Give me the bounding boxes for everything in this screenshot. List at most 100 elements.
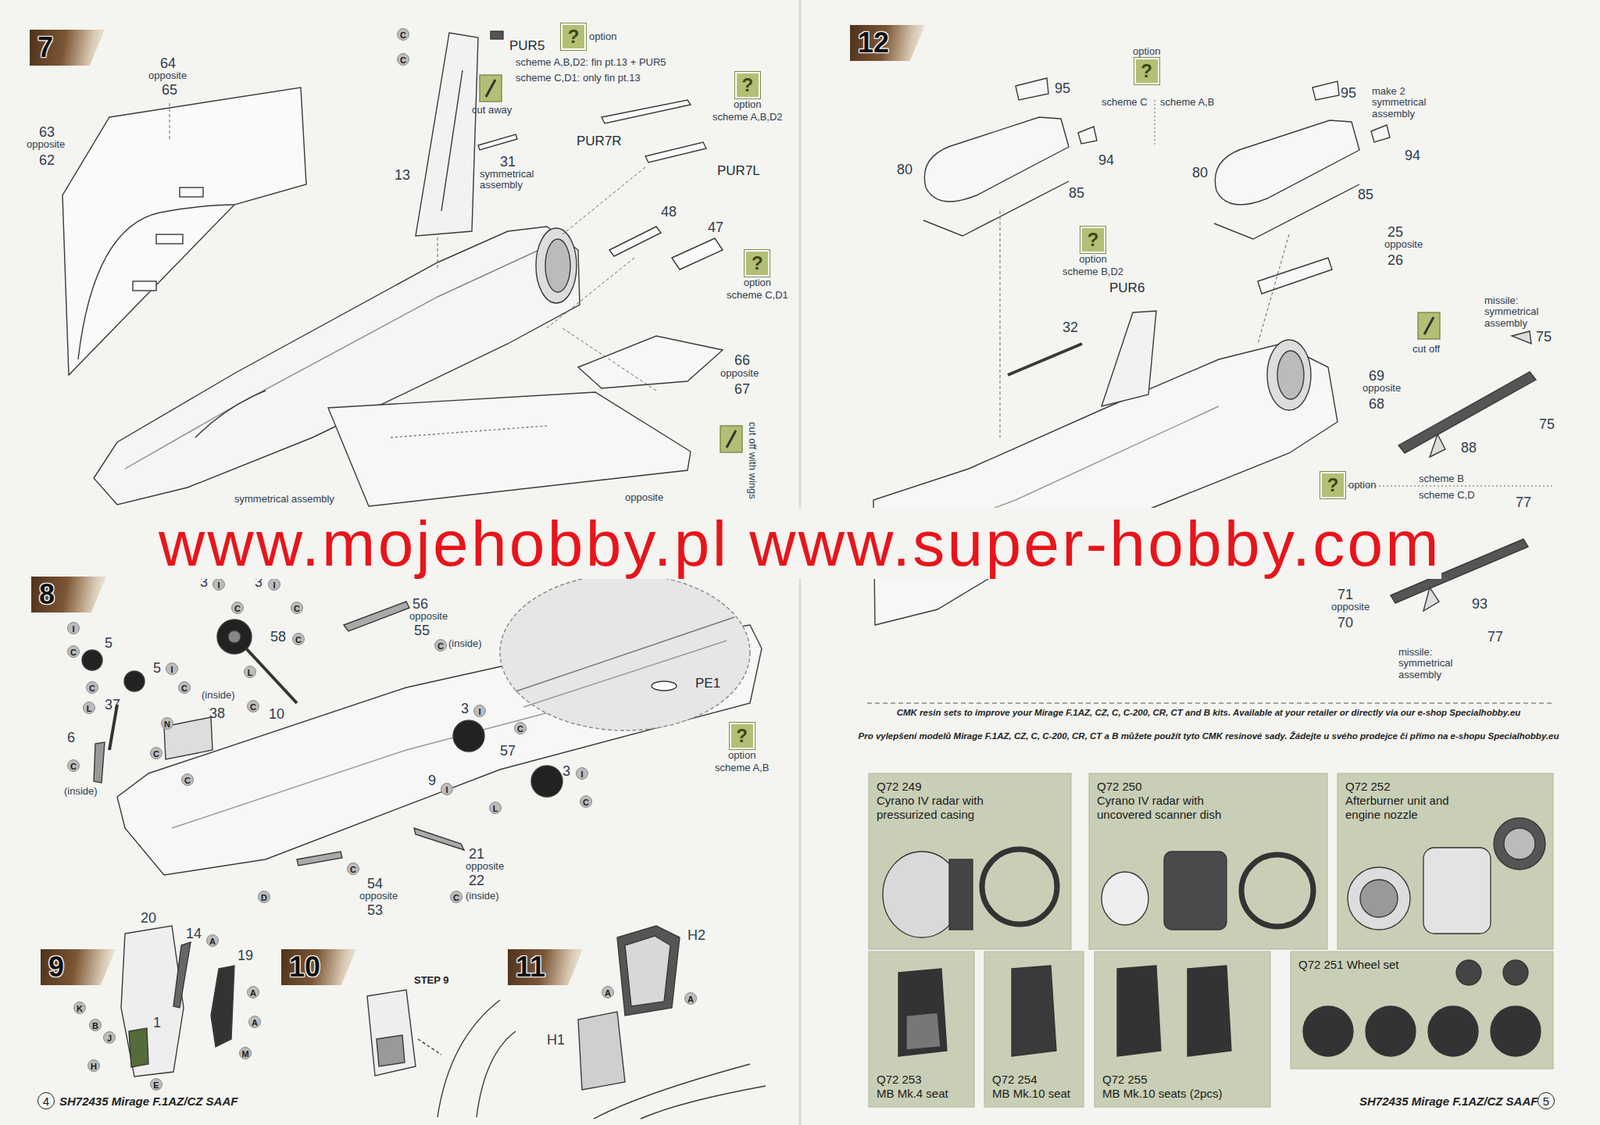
assembly-letter: A xyxy=(246,985,260,999)
node-text: option xyxy=(1078,253,1107,266)
part-number: 9 xyxy=(428,773,436,790)
assembly-letter: K xyxy=(73,1001,86,1015)
assembly-letter: I xyxy=(212,578,225,591)
assembly-letter: C xyxy=(246,700,260,713)
note-text: scheme A,B,D2: fin pt.13 + PUR5 xyxy=(515,57,667,68)
part-number: 85 xyxy=(1068,185,1085,202)
step-tab: 8 xyxy=(31,576,107,613)
assembly-letter: C xyxy=(579,795,593,808)
note-text: scheme C,D1: only fin pt.13 xyxy=(515,72,641,84)
node-title: 9 xyxy=(40,949,116,986)
note-text: opposite xyxy=(359,890,398,902)
part-number: 32 xyxy=(1062,320,1079,336)
assembly-letter: A xyxy=(684,992,697,1005)
node-title: Q72 255 xyxy=(1102,1072,1240,1087)
part-number: 77 xyxy=(1515,495,1532,511)
note-text: missile: symmetrical assembly xyxy=(1398,646,1485,681)
node-text: Afterburner unit and engine nozzle xyxy=(1345,793,1483,822)
part-number: 31 xyxy=(500,154,516,171)
part-number: 54 xyxy=(367,876,383,893)
node-title: 12 xyxy=(850,25,925,61)
part-number: 65 xyxy=(161,82,178,99)
part-number: 26 xyxy=(1387,253,1404,269)
assembly-letter: I xyxy=(575,767,589,780)
assembly-letter: I xyxy=(165,662,179,675)
node-title: Q72 254 xyxy=(992,1072,1076,1087)
option-icon: ?option xyxy=(1132,45,1161,85)
part-number: 75 xyxy=(1535,329,1552,346)
assembly-letter: C xyxy=(231,601,244,615)
part-number: 93 xyxy=(1471,596,1488,613)
assembly-letter: C xyxy=(514,721,527,735)
part-number: 85 xyxy=(1357,187,1374,204)
note-text: cut off with wings xyxy=(746,421,758,500)
node-text: option xyxy=(743,276,772,290)
assembly-letter: C xyxy=(396,53,410,66)
note-text: scheme B xyxy=(1418,473,1465,485)
assembly-letter: C xyxy=(67,645,80,658)
node-title: ? xyxy=(1080,226,1106,254)
option-icon: ?optionscheme A,B,D2 xyxy=(712,71,783,123)
part-number: 75 xyxy=(1539,417,1555,433)
part-number: 1 xyxy=(153,1015,161,1032)
note-text: cut away xyxy=(471,104,512,116)
node-title: Q72 251 Wheel set xyxy=(1298,957,1436,972)
node-text: MB Mk.4 seat xyxy=(876,1086,967,1101)
part-number: 94 xyxy=(1098,153,1115,169)
part-number: 6 xyxy=(67,730,75,747)
note-text: opposite xyxy=(625,492,664,504)
note-text: make 2 symmetrical assembly xyxy=(1371,85,1450,120)
node-text: Cyrano IV radar with uncovered scanner d… xyxy=(1096,793,1234,822)
part-number: 20 xyxy=(140,910,157,927)
part-number: 13 xyxy=(394,167,411,184)
part-number: 37 xyxy=(104,697,121,714)
note-text: missile: symmetrical assembly xyxy=(1484,295,1571,329)
step-tab: 11 xyxy=(507,949,583,986)
note-text: (inside) xyxy=(201,689,236,701)
part-code: PUR7R xyxy=(576,134,622,150)
node-text: MB Mk.10 seats (2pcs) xyxy=(1102,1086,1240,1101)
option-icon: ?optionscheme A,B xyxy=(714,722,769,774)
part-number: 5 xyxy=(153,660,161,677)
assembly-letter: C xyxy=(292,632,305,646)
resin-set-panel: Q72 253MB Mk.4 seat xyxy=(868,951,975,1108)
assembly-letter: L xyxy=(489,801,502,815)
assembly-letter: B xyxy=(89,1018,102,1032)
assembly-letter: I xyxy=(67,621,80,635)
part-number: 80 xyxy=(896,162,913,179)
footer-text: SH72435 Mirage F.1AZ/CZ SAAF xyxy=(1359,1095,1538,1109)
node-text: option xyxy=(1348,478,1376,492)
note-text: scheme A,B xyxy=(1160,96,1215,108)
part-number: 67 xyxy=(734,382,750,398)
step-tab: 9 xyxy=(40,949,116,986)
part-number: 25 xyxy=(1387,225,1404,241)
resin-set-panel: Q72 255MB Mk.10 seats (2pcs) xyxy=(1094,951,1271,1108)
assembly-letter: N xyxy=(160,717,174,730)
node-text: scheme C,D1 xyxy=(726,289,789,302)
resin-note: CMK resin sets to improve your Mirage F.… xyxy=(845,707,1572,718)
assembly-letter: M xyxy=(239,1046,252,1060)
node-title: Q72 252 xyxy=(1345,779,1483,794)
part-number: 21 xyxy=(468,846,485,863)
part-number: 10 xyxy=(268,707,285,723)
part-number: 95 xyxy=(1340,85,1357,102)
note-text: scheme C xyxy=(1101,96,1148,108)
part-code: PUR5 xyxy=(509,39,545,54)
assembly-letter: A xyxy=(206,934,219,947)
node-text: MB Mk.10 seat xyxy=(992,1086,1076,1101)
part-number: 80 xyxy=(1192,165,1208,182)
node-title: Q72 250 xyxy=(1096,779,1234,794)
assembly-letter: L xyxy=(243,665,257,679)
note-text: symmetrical assembly xyxy=(234,493,335,505)
node-text: scheme B,D2 xyxy=(1062,265,1124,279)
assembly-letter: C xyxy=(67,759,80,772)
node-title: ? xyxy=(560,23,586,50)
part-number: 62 xyxy=(39,153,55,169)
option-icon: ?optionscheme B,D2 xyxy=(1062,226,1124,278)
step-tab: 7 xyxy=(29,29,105,66)
part-number: 69 xyxy=(1368,368,1385,385)
node-text: option xyxy=(1132,45,1161,58)
part-number: 55 xyxy=(414,623,430,640)
page-number: 4 xyxy=(37,1092,55,1110)
part-number: 3 xyxy=(460,701,469,718)
